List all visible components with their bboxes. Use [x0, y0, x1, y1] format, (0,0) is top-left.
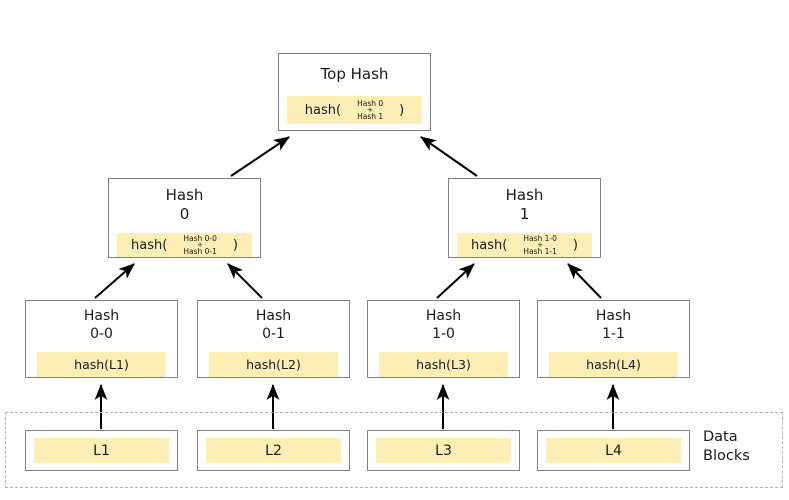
hash-close-paren: ) — [572, 237, 578, 253]
node-hash-1-1-title: Hash 1-1 — [595, 308, 632, 342]
hash-operand-a: Hash 0-0 — [183, 234, 217, 244]
node-hash-0[interactable]: Hash 0 hash( Hash 0-0 + Hash 0-1 ) — [108, 178, 261, 258]
hash-fn-label: hash( — [304, 102, 342, 118]
hash-fn-label: hash( — [131, 237, 168, 253]
node-hash-1-0-expression: hash(L3) — [379, 351, 508, 377]
data-block-l4-label: L4 — [546, 438, 681, 463]
arrow-hash1-to-top — [420, 136, 478, 177]
node-hash-1-1[interactable]: Hash 1-1 hash(L4) — [537, 300, 690, 378]
node-hash-1-title: Hash 1 — [505, 186, 544, 224]
node-top-hash[interactable]: Top Hash hash( Hash 0 + Hash 1 ) — [278, 53, 431, 131]
hash-fn-label: hash( — [471, 237, 508, 253]
hash-operand-stack: Hash 0 + Hash 1 — [343, 100, 397, 120]
arrow-hash0-to-top — [230, 136, 290, 177]
data-block-l2[interactable]: L2 — [197, 430, 350, 471]
data-blocks-caption: Data Blocks — [703, 429, 750, 464]
hash-operator: + — [537, 240, 544, 249]
node-hash-0-0-expression: hash(L1) — [37, 351, 166, 377]
arrow-hash01-to-hash0 — [227, 263, 263, 299]
node-hash-0-1[interactable]: Hash 0-1 hash(L2) — [197, 300, 350, 378]
hash-operand-a: Hash 0 — [357, 99, 384, 109]
data-block-l2-label: L2 — [206, 438, 341, 463]
hash-close-paren: ) — [399, 102, 405, 118]
data-block-l3[interactable]: L3 — [367, 430, 520, 471]
node-hash-0-0[interactable]: Hash 0-0 hash(L1) — [25, 300, 178, 378]
node-hash-0-0-title: Hash 0-0 — [83, 308, 120, 342]
arrow-hash10-to-hash1 — [436, 263, 475, 299]
data-block-l3-label: L3 — [376, 438, 511, 463]
hash-operand-a: Hash 1-0 — [523, 234, 557, 244]
node-hash-0-expression: hash( Hash 0-0 + Hash 0-1 ) — [117, 233, 252, 257]
hash-operand-stack: Hash 1-0 + Hash 1-1 — [509, 235, 571, 255]
data-block-l4[interactable]: L4 — [537, 430, 690, 471]
hash-operator: + — [197, 240, 204, 249]
data-blocks-group — [5, 412, 783, 488]
node-hash-1-0-title: Hash 1-0 — [425, 308, 462, 342]
hash-operand-stack: Hash 0-0 + Hash 0-1 — [169, 235, 231, 255]
node-top-hash-expression: hash( Hash 0 + Hash 1 ) — [287, 96, 422, 125]
hash-operator: + — [367, 105, 374, 114]
node-hash-1-0[interactable]: Hash 1-0 hash(L3) — [367, 300, 520, 378]
node-hash-1[interactable]: Hash 1 hash( Hash 1-0 + Hash 1-1 ) — [448, 178, 601, 258]
arrow-hash11-to-hash1 — [567, 263, 602, 299]
node-hash-1-expression: hash( Hash 1-0 + Hash 1-1 ) — [457, 233, 592, 257]
hash-operand-b: Hash 1 — [357, 111, 384, 121]
node-top-hash-title: Top Hash — [320, 65, 389, 83]
node-hash-0-1-expression: hash(L2) — [209, 351, 338, 377]
data-block-l1-label: L1 — [34, 438, 169, 463]
hash-close-paren: ) — [232, 237, 238, 253]
data-block-l1[interactable]: L1 — [25, 430, 178, 471]
node-hash-1-1-expression: hash(L4) — [549, 351, 678, 377]
node-hash-0-1-title: Hash 0-1 — [255, 308, 292, 342]
hash-operand-b: Hash 1-1 — [523, 246, 557, 256]
node-hash-0-title: Hash 0 — [165, 186, 204, 224]
arrow-hash00-to-hash0 — [94, 263, 135, 299]
hash-operand-b: Hash 0-1 — [183, 246, 217, 256]
